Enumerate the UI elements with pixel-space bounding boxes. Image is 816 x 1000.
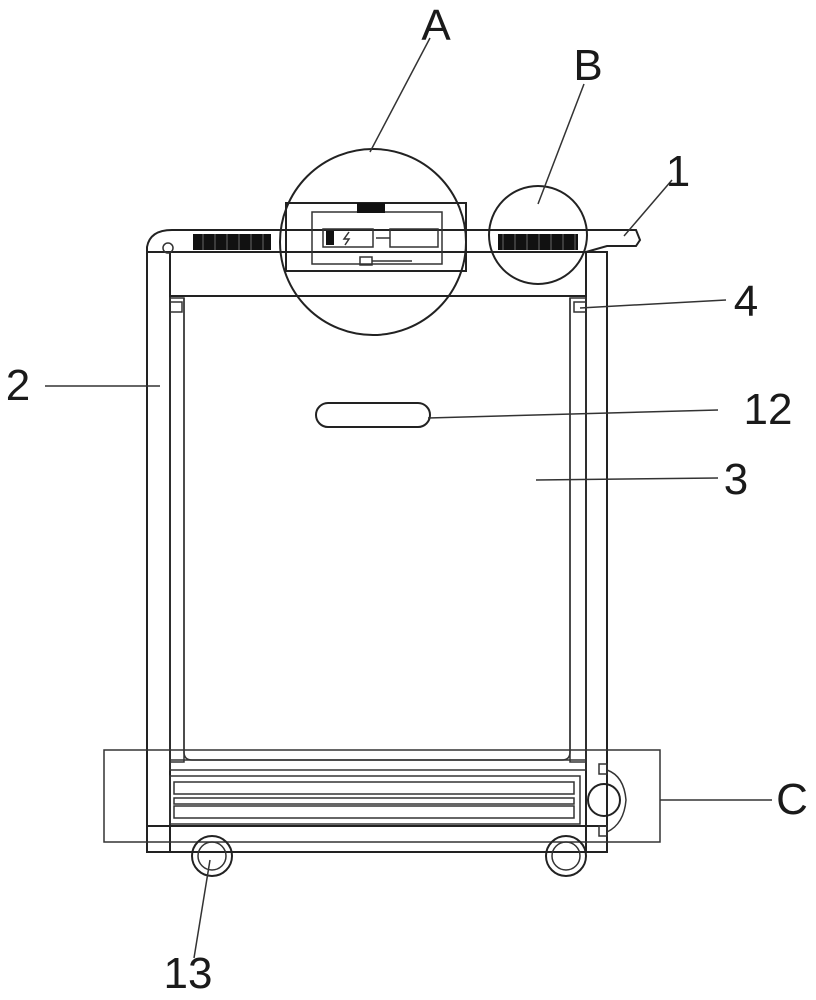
label-b: B: [573, 41, 602, 90]
inner-liner: [169, 297, 587, 771]
detail-circle-a: [279, 148, 467, 336]
label-2: 2: [6, 361, 30, 410]
detail-box-c: [103, 749, 661, 843]
label-13: 13: [164, 949, 213, 998]
bottom-mechanism: [169, 763, 627, 837]
label-a: A: [421, 1, 451, 50]
lid: [146, 229, 642, 297]
label-c: C: [776, 775, 808, 824]
wheels: [191, 835, 587, 877]
label-4: 4: [734, 277, 758, 326]
label-12: 12: [744, 385, 793, 434]
leader-lines: [45, 37, 772, 959]
label-3: 3: [724, 455, 748, 504]
handle-slot: [315, 402, 431, 428]
detail-circle-b: [488, 185, 588, 285]
outer-housing: [146, 251, 608, 853]
label-1: 1: [666, 147, 690, 196]
battery-lightning-icon: [342, 231, 351, 246]
